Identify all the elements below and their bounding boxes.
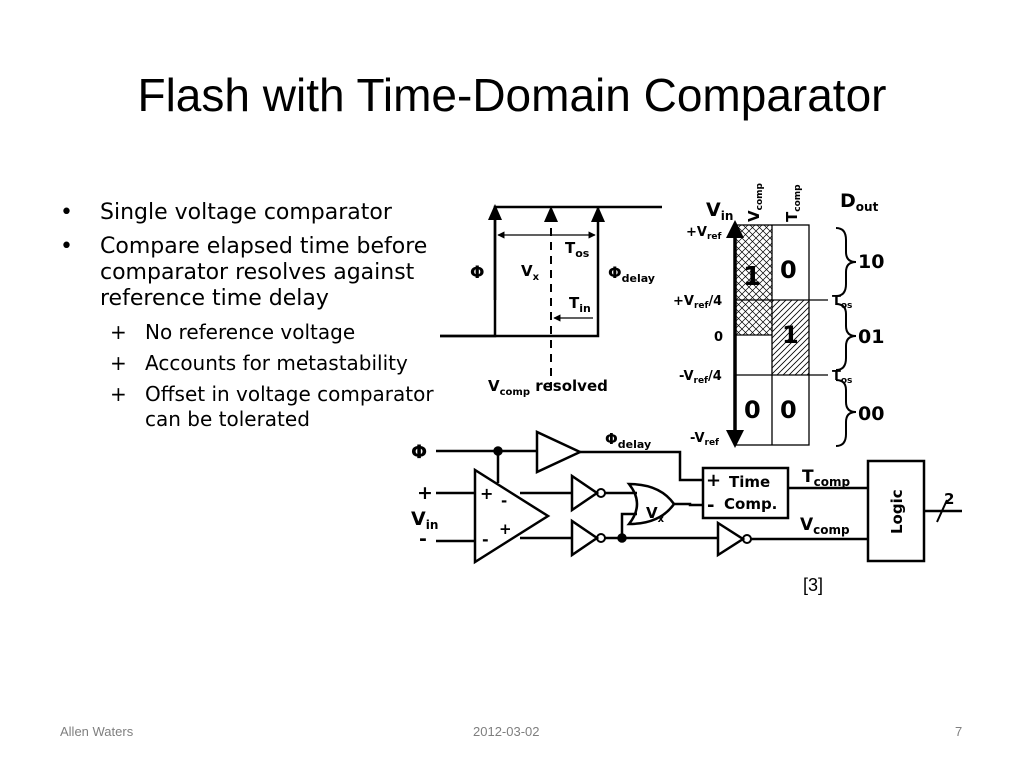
phi-delay-arrowhead xyxy=(591,206,605,222)
dout-code: 00 xyxy=(858,403,884,425)
bullet-list: • Single voltage comparator • Compare el… xyxy=(60,200,440,438)
bus-slash xyxy=(936,499,948,523)
level-label: -Vref/4 xyxy=(679,369,722,386)
bullet-item: • Compare elapsed time before comparator… xyxy=(60,234,440,312)
brace-icon xyxy=(835,303,857,371)
time-comp-block xyxy=(701,466,790,520)
table-cell-value: 0 xyxy=(744,396,761,424)
table-dout-head: Dout xyxy=(840,190,879,214)
timing-vx-label: Vx xyxy=(521,262,540,283)
table-cell-value: 0 xyxy=(780,256,797,284)
tos-marker: Tos xyxy=(832,294,852,311)
subbullet-item: + Offset in voltage comparator can be to… xyxy=(60,382,440,432)
bus-width-label: 2 xyxy=(944,490,954,508)
vin-axis-arrow-down xyxy=(726,430,744,448)
timing-phi-delay-label: Φdelay xyxy=(608,263,655,285)
circuit-phi-delay-label: Φdelay xyxy=(605,430,651,451)
circuit-tcomp-label: Tcomp xyxy=(802,467,850,489)
citation: [3] xyxy=(803,575,824,595)
phi-delay-wire xyxy=(580,450,703,482)
table-vin-label: Vin xyxy=(706,199,733,223)
inverter-top xyxy=(570,473,600,513)
plus-icon: + xyxy=(110,351,127,375)
footer-page-number: 7 xyxy=(955,724,963,739)
timing-tos-label: Tos xyxy=(565,239,590,260)
tos-marker: Tos xyxy=(832,369,852,386)
time-comp-line1: Time xyxy=(729,473,770,491)
plus-icon: + xyxy=(110,382,127,406)
circuit-labels: Φ Φdelay + Vin - + - - + Vx + - Time Com… xyxy=(411,430,954,550)
level-label: -Vref xyxy=(690,431,719,448)
phi-arrowhead xyxy=(488,204,502,220)
cell-vcomp-top xyxy=(735,225,772,335)
subbullet-text: No reference voltage xyxy=(145,320,356,344)
junction-dot xyxy=(493,446,503,456)
timing-phi-label: Φ xyxy=(470,263,484,283)
level-label: 0 xyxy=(714,330,723,345)
logic-label: Logic xyxy=(888,489,906,534)
delay-buffer xyxy=(535,430,583,474)
subbullet-text: Offset in voltage comparator can be tole… xyxy=(145,382,434,431)
bullet-icon: • xyxy=(60,200,73,225)
vx-wire xyxy=(674,502,703,507)
inverter-vcomp xyxy=(716,520,746,558)
timing-diagram: Φ Vx Φdelay Tos Tin Vcomp resolved xyxy=(440,204,662,398)
or-in-bottom-wire xyxy=(605,512,637,540)
voltage-comparator xyxy=(473,467,551,565)
vx-arrowhead xyxy=(544,206,558,222)
comparator-minus-out: - xyxy=(501,492,507,510)
circuit-vcomp-label: Vcomp xyxy=(800,515,850,537)
circuit-vin-minus: - xyxy=(419,528,427,550)
brace-icon xyxy=(835,379,857,447)
timing-tin-label: Tin xyxy=(569,294,591,315)
table-cell-value: 1 xyxy=(782,321,799,349)
bullet-text: Single voltage comparator xyxy=(100,200,392,225)
plus-icon: + xyxy=(110,320,127,344)
table-cell-value: 0 xyxy=(780,396,797,424)
time-comp-minus: - xyxy=(707,495,714,516)
bullet-text: Compare elapsed time before comparator r… xyxy=(100,234,428,311)
time-comp-line2: Comp. xyxy=(724,495,777,513)
circuit-vx-label: Vx xyxy=(646,504,665,525)
phi-delay-waveform xyxy=(440,207,600,338)
inverter-bottom xyxy=(570,518,600,558)
or-gate xyxy=(626,482,676,526)
circuit-vin-label: Vin xyxy=(411,508,438,532)
subbullet-item: + No reference voltage xyxy=(60,320,440,345)
table-vcomp-head: Vcomp xyxy=(745,182,765,222)
footer-date: 2012-03-02 xyxy=(473,724,540,739)
circuit-vin-plus: + xyxy=(417,482,433,504)
circuit-phi-label: Φ xyxy=(411,441,427,463)
vin-axis-arrow-up xyxy=(726,220,744,238)
vcomp-resolved-label: Vcomp resolved xyxy=(488,377,608,398)
bullet-item: • Single voltage comparator xyxy=(60,200,440,226)
circuit-schematic xyxy=(436,430,962,565)
table-tcomp-head: Tcomp xyxy=(783,184,803,222)
comparator-plus-out: + xyxy=(499,520,512,538)
brace-icon xyxy=(835,227,857,297)
quantization-table: Vin Vcomp Tcomp Dout +Vref +Vref/4 0 -Vr… xyxy=(673,182,884,448)
comparator-plus-in: + xyxy=(480,484,493,503)
dout-code: 01 xyxy=(858,326,884,348)
comparator-minus-in: - xyxy=(482,530,489,549)
level-label: +Vref xyxy=(686,225,722,242)
level-label: +Vref/4 xyxy=(673,294,722,311)
dout-code: 10 xyxy=(858,251,884,273)
subbullet-text: Accounts for metastability xyxy=(145,351,408,375)
time-comp-plus: + xyxy=(706,470,721,491)
footer-author: Allen Waters xyxy=(60,724,134,739)
cell-tcomp-mid xyxy=(772,300,809,375)
slide-title: Flash with Time-Domain Comparator xyxy=(137,69,887,121)
bullet-icon: • xyxy=(60,234,73,259)
subbullet-item: + Accounts for metastability xyxy=(60,351,440,376)
table-cell-value: 1 xyxy=(743,262,761,292)
